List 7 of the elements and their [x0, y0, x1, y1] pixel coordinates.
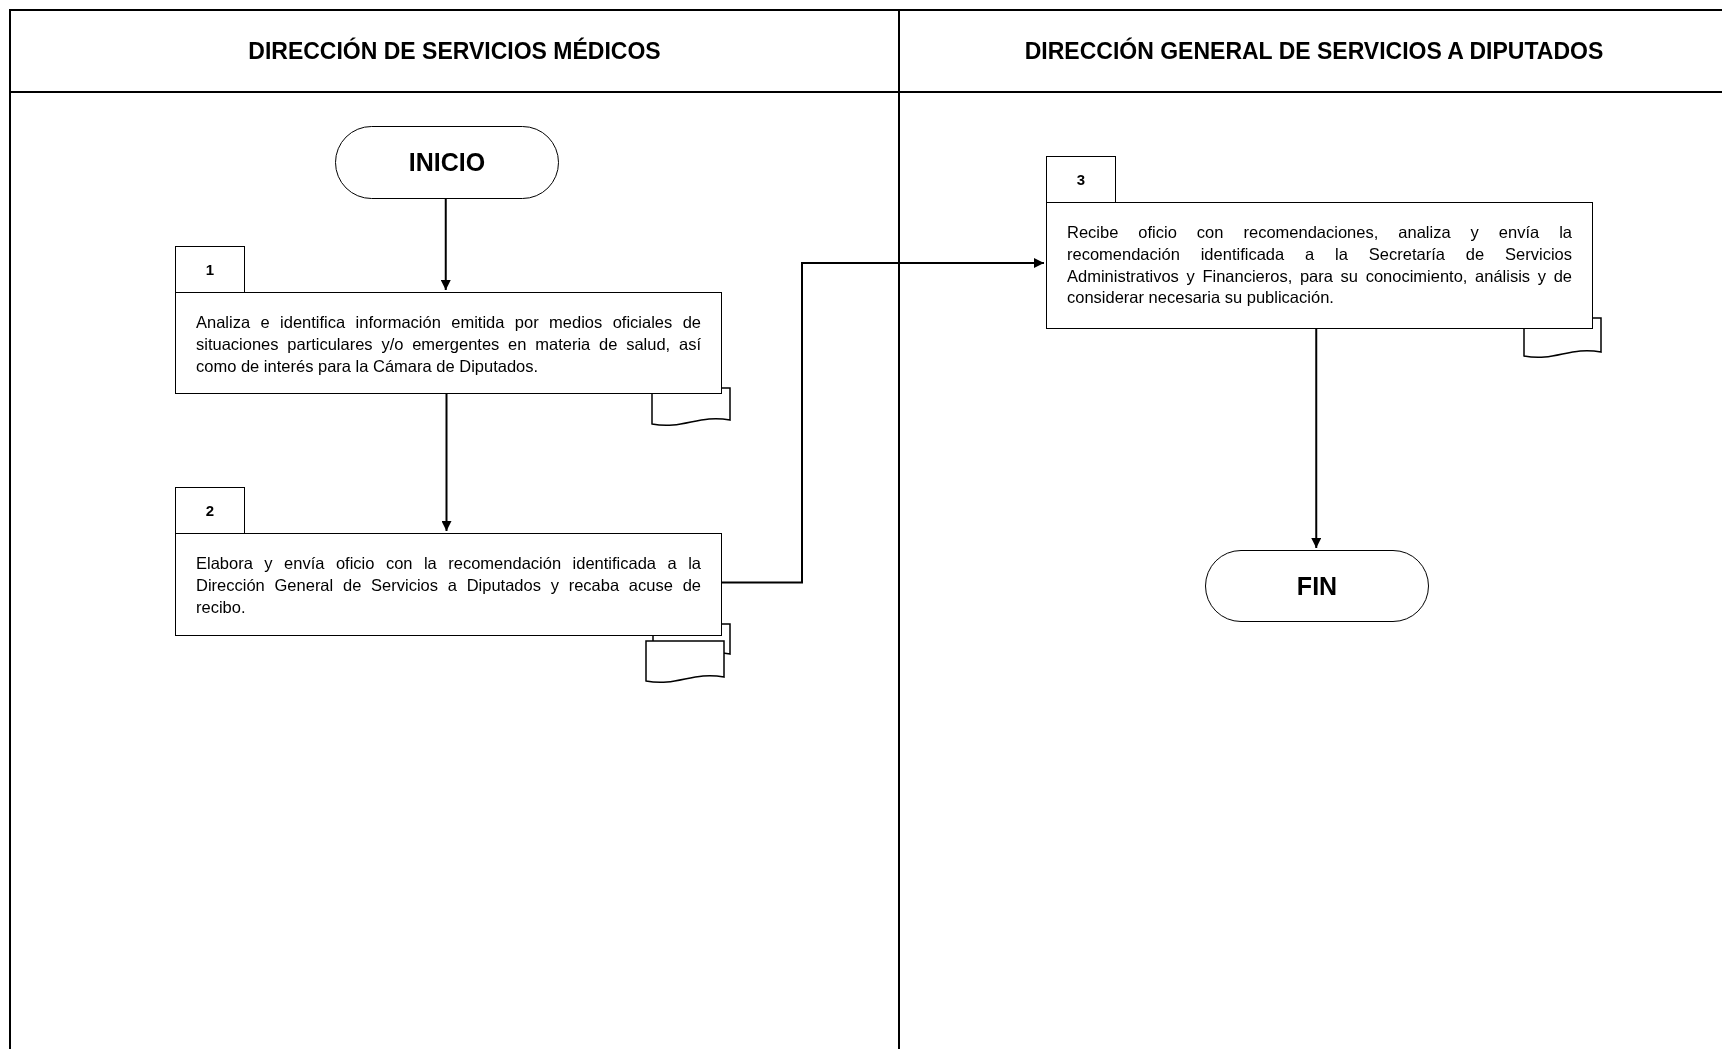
lane-header: DIRECCIÓN DE SERVICIOS MÉDICOS: [248, 37, 661, 65]
lane-header: DIRECCIÓN GENERAL DE SERVICIOS A DIPUTADOS: [1024, 37, 1604, 65]
swimlane: [9, 9, 898, 1049]
step-number: 2: [175, 487, 245, 533]
step-number: 1: [175, 246, 245, 292]
step-number: 3: [1046, 156, 1116, 202]
swimlane: [898, 9, 1722, 1049]
